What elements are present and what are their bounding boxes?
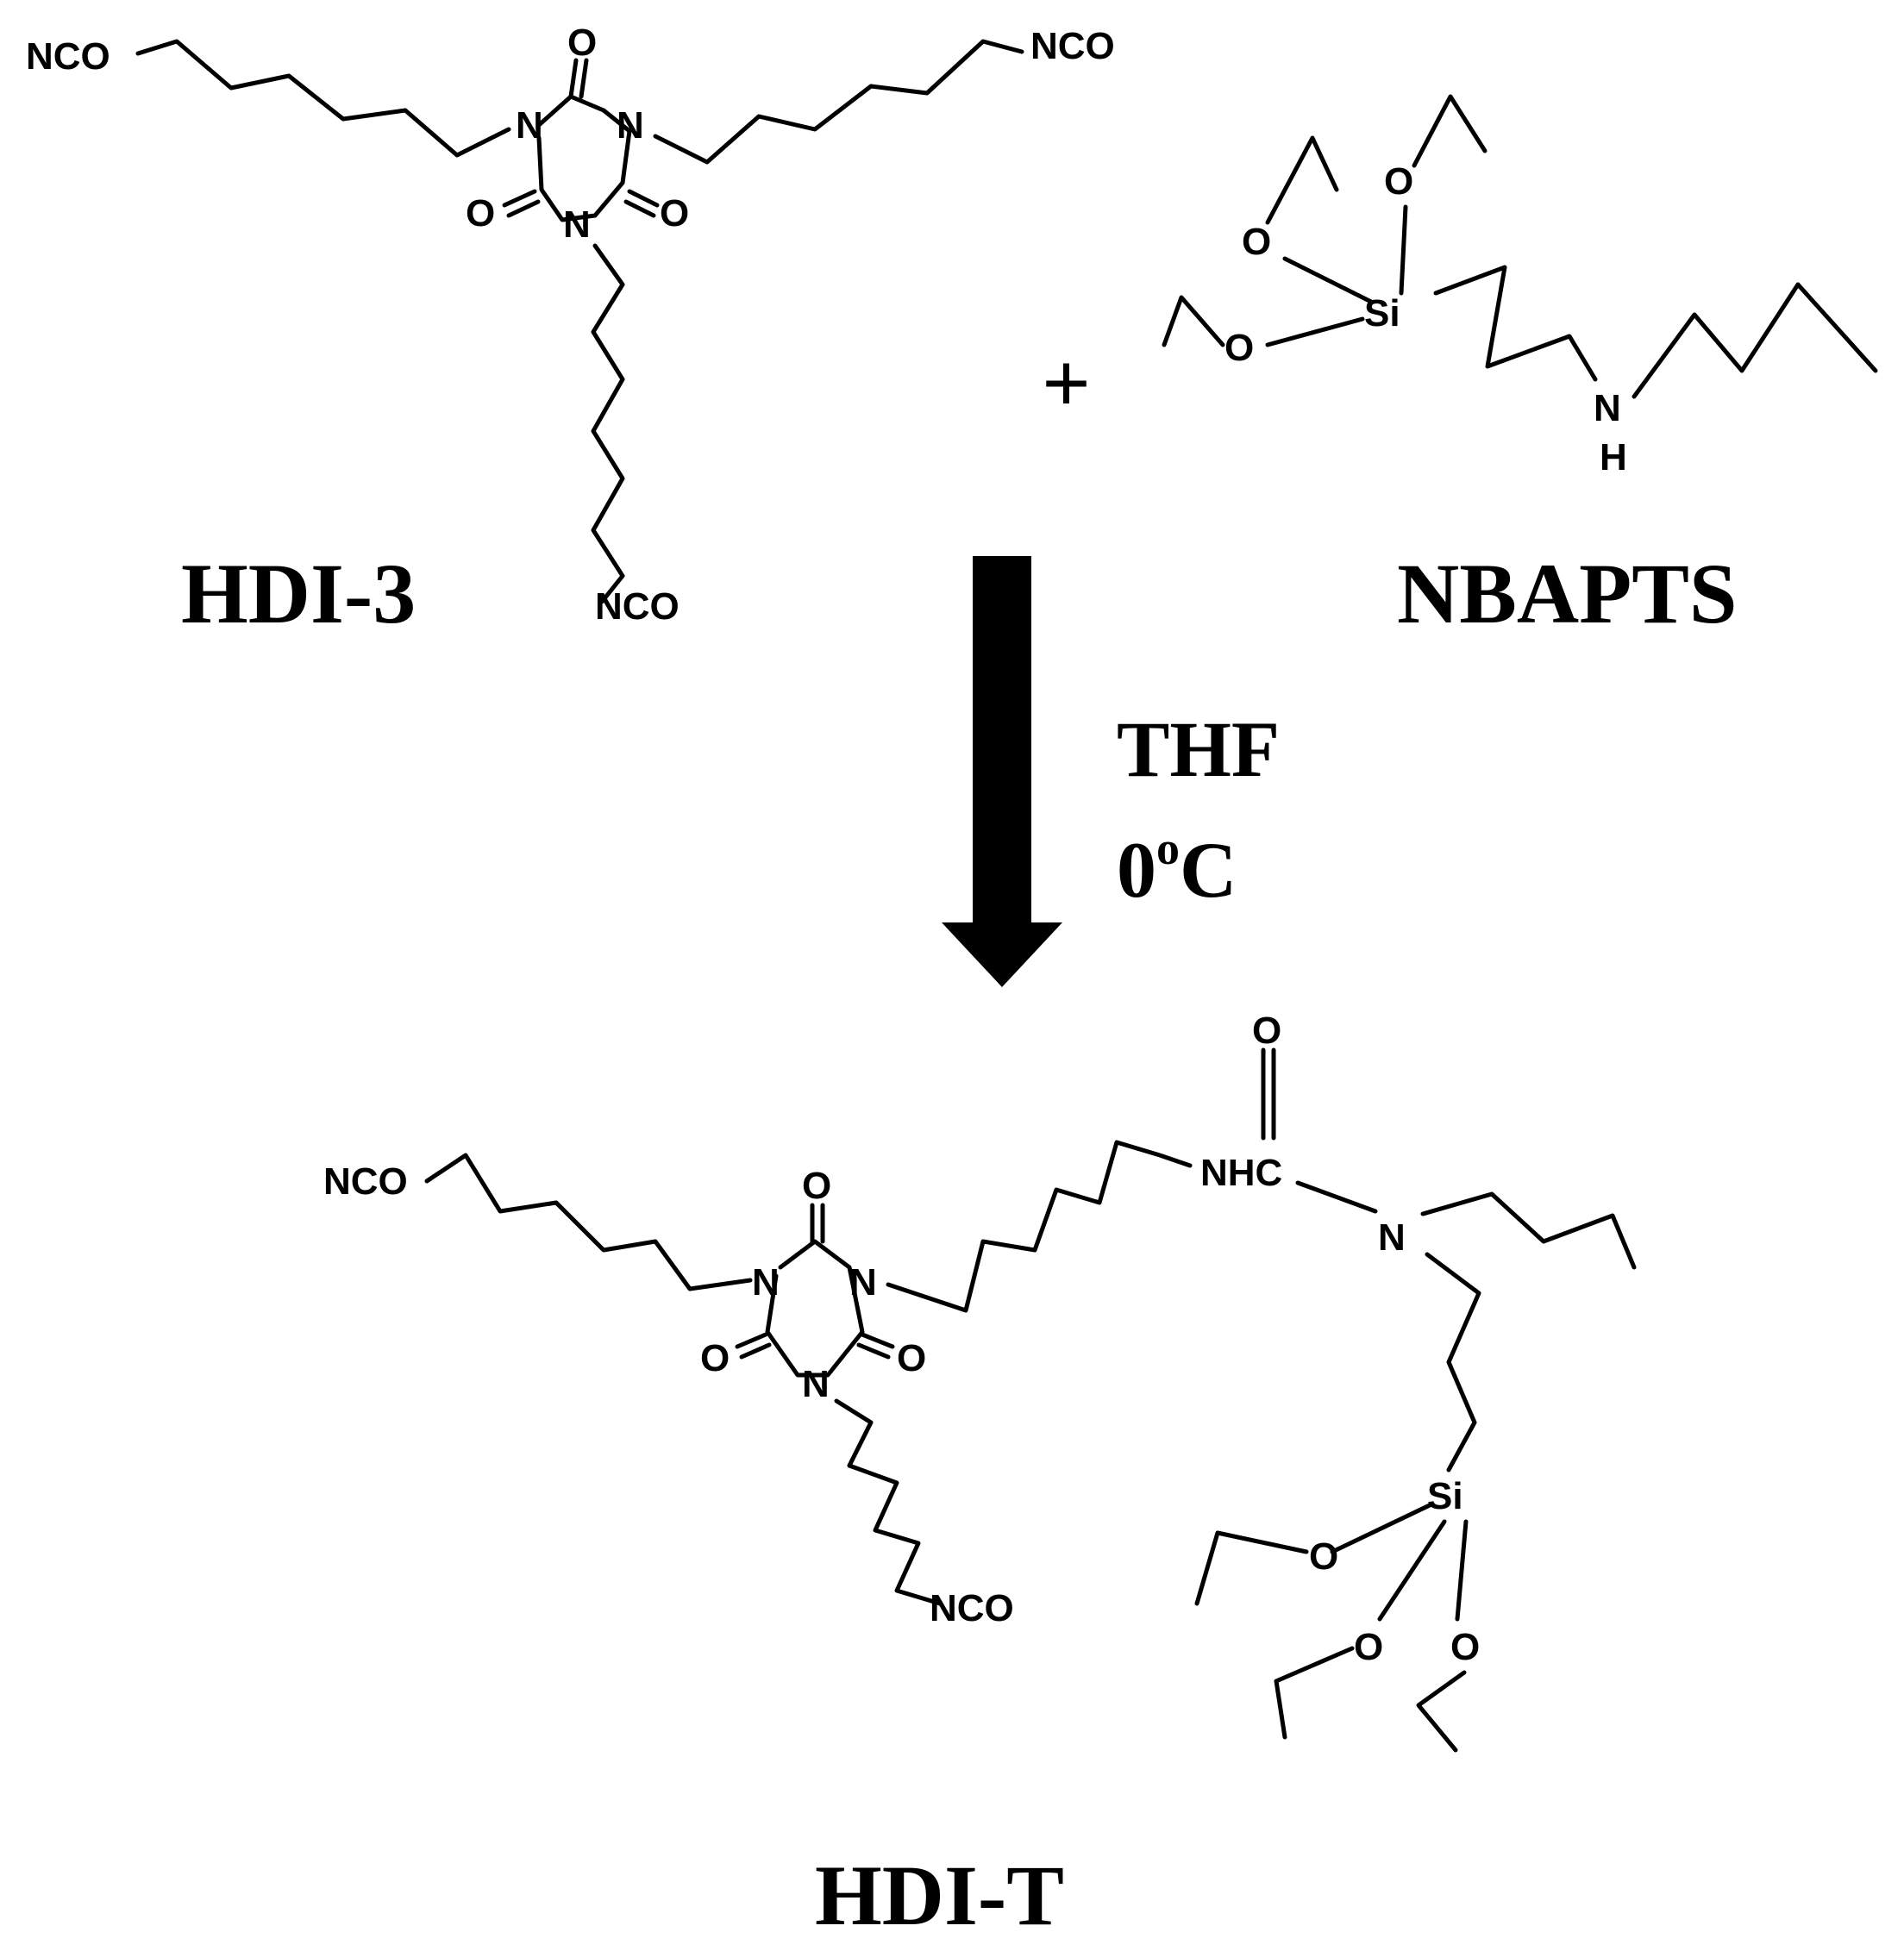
nbapts-h: H — [1600, 436, 1627, 478]
hdit-co-left — [735, 1332, 768, 1349]
hdi3-o-right: O — [660, 192, 689, 234]
hdi3-co-right-2 — [623, 199, 656, 218]
hdit-middle-chain — [886, 1140, 1193, 1313]
hdit-o-2: O — [1354, 1626, 1383, 1668]
hdit-ring-n-bottom: N — [802, 1363, 830, 1405]
nbapts-si-o1 — [1282, 256, 1374, 304]
nbapts-ethoxy-2 — [1412, 94, 1488, 168]
hdi3-left-chain — [135, 39, 511, 158]
nbapts-si-o3 — [1265, 316, 1365, 347]
hdi3-ring-n-bottom: N — [563, 203, 591, 246]
hdit-bottom-chain — [834, 1398, 943, 1606]
hdit-ring — [765, 1239, 865, 1378]
hdit-co-right — [860, 1332, 895, 1349]
hdit-ring-n-right: N — [849, 1261, 877, 1304]
hdit-o-left: O — [700, 1337, 730, 1379]
hdit-o-right: O — [897, 1337, 926, 1379]
temperature-degree: o — [1156, 822, 1180, 874]
hdit-urea-n: N — [1378, 1216, 1406, 1259]
hdit-ethoxy-3 — [1416, 1670, 1467, 1753]
nbapts-ethoxy-1 — [1265, 135, 1339, 225]
hdit-si-o3 — [1455, 1519, 1469, 1622]
hdi3-ring-n-right: N — [617, 104, 644, 147]
hdi3-right-nco: NCO — [1030, 25, 1115, 67]
nbapts-label: NBAPTS — [1397, 546, 1738, 641]
hdi3-bottom-chain — [591, 243, 625, 604]
nbapts-o-1: O — [1242, 221, 1271, 263]
hdit-co-left-2 — [739, 1342, 772, 1360]
nbapts-propyl-amine — [1433, 265, 1598, 382]
hdi3-co-left — [502, 189, 537, 208]
hdi3-co-left-2 — [506, 199, 541, 218]
hdit-butyl — [1420, 1191, 1637, 1270]
hdit-si-o1 — [1330, 1502, 1434, 1554]
nbapts-si-o2 — [1399, 204, 1408, 296]
temperature-label: 0oC — [1117, 822, 1237, 914]
hdit-o-1: O — [1309, 1535, 1338, 1578]
hdit-o-3: O — [1450, 1626, 1480, 1668]
hdi3-o-top: O — [567, 22, 597, 64]
hdit-left-nco: NCO — [323, 1160, 408, 1203]
hdit-si-o2 — [1377, 1519, 1447, 1622]
hdi3-ring — [536, 94, 632, 222]
hdi3-bottom-nco: NCO — [595, 585, 680, 628]
hdi3-right-chain — [653, 39, 1024, 165]
hdit-bottom-nco: NCO — [930, 1587, 1014, 1629]
hdi3-co-top — [568, 58, 579, 99]
nbapts-ethoxy-3 — [1162, 295, 1225, 347]
temperature-value: 0 — [1117, 826, 1156, 914]
nbapts-molecule: Si O O O N H — [1162, 94, 1878, 478]
hdi3-molecule: NCO NCO N N N O O O NCO — [26, 22, 1115, 628]
hdit-si: Si — [1427, 1475, 1463, 1517]
hdit-c-n — [1295, 1180, 1378, 1214]
hdi3-ring-n-left: N — [516, 104, 543, 147]
hdit-propyl — [1425, 1252, 1481, 1472]
reaction-arrow — [942, 556, 1062, 987]
hdit-ring-n-left: N — [752, 1261, 780, 1304]
hdi3-co-right — [627, 189, 660, 208]
nbapts-o-2: O — [1384, 160, 1413, 203]
hdit-ethoxy-2 — [1274, 1646, 1355, 1740]
nbapts-o-3: O — [1224, 327, 1254, 369]
hdit-nhc: NHC — [1200, 1152, 1282, 1194]
nbapts-butyl — [1632, 282, 1878, 399]
hdit-urea-o: O — [1252, 1010, 1281, 1052]
hdi3-label: HDI-3 — [181, 546, 416, 641]
solvent-label: THF — [1117, 705, 1280, 793]
hdit-left-chain — [424, 1153, 753, 1291]
nbapts-n: N — [1594, 387, 1621, 429]
hdit-o-top: O — [802, 1165, 831, 1207]
hdi3-left-nco: NCO — [26, 35, 110, 78]
hditt-molecule: NCO N N N O O O NHC O N Si O O O — [323, 1010, 1637, 1753]
hdi3-co-top-2 — [579, 58, 589, 99]
temperature-unit: C — [1180, 826, 1237, 914]
hdit-co-right-2 — [856, 1342, 891, 1360]
plus-sign: + — [1042, 335, 1091, 431]
hdit-ethoxy-1 — [1194, 1530, 1309, 1606]
hdit-label: HDI-T — [815, 1848, 1064, 1943]
hdi3-o-left: O — [466, 192, 495, 234]
